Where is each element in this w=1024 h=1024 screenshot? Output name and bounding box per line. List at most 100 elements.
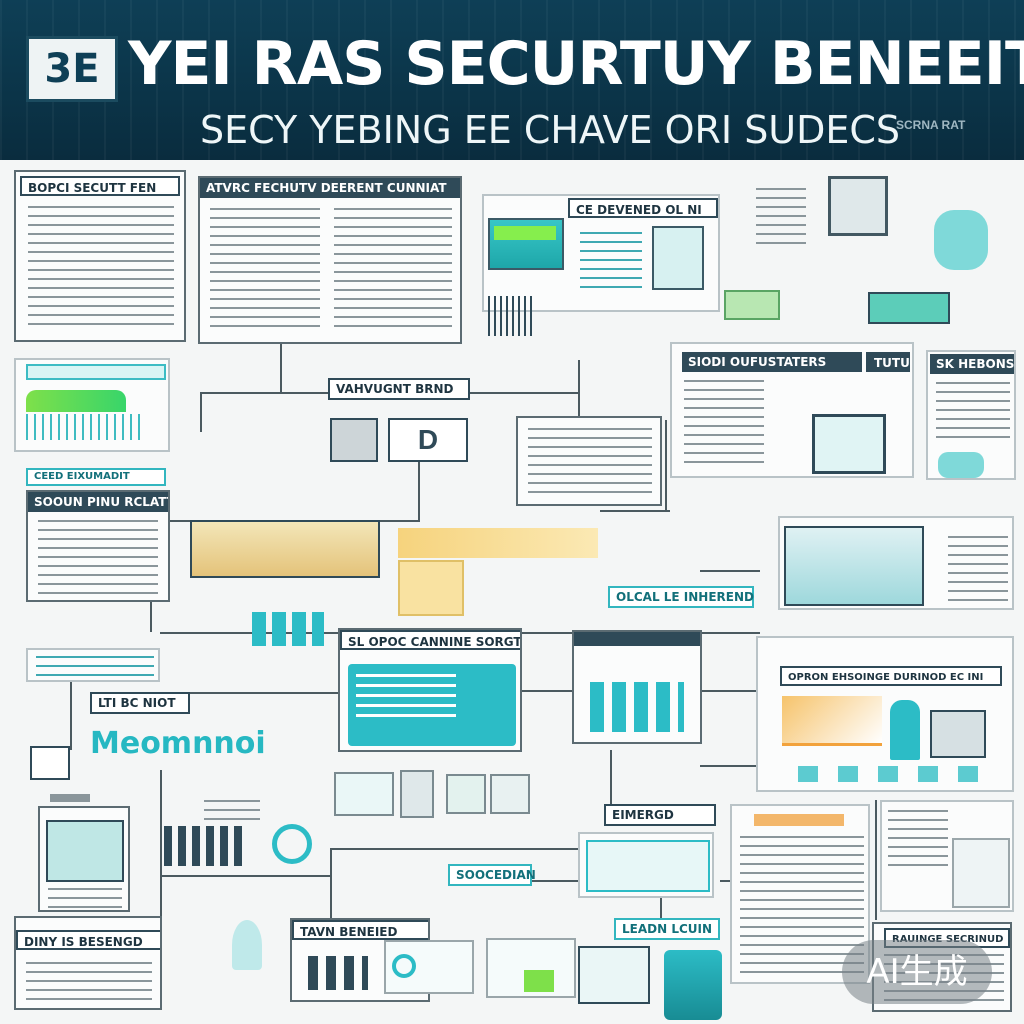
- text-lines: [36, 656, 154, 678]
- text-lines: [204, 800, 260, 824]
- chart-bars: [26, 414, 146, 440]
- text-lines: [948, 536, 1008, 602]
- panel-equipment: [38, 806, 130, 912]
- panel-operations: SL OPOC CANNINE SORGTE: [338, 628, 522, 752]
- chart-card: [952, 838, 1010, 908]
- text-lines: [936, 382, 1010, 442]
- connector-line: [470, 392, 580, 394]
- vehicle-illustration: [868, 292, 950, 324]
- panel-city-scene: [778, 516, 1014, 610]
- figure-illustration: [232, 920, 262, 970]
- panel-heading: CE DEVENED OL NI: [568, 198, 718, 218]
- page-title: YEI RAS SECURTUY BENEEIT IUDS: [128, 29, 1024, 99]
- panel-delivery: DINY IS BESENGD: [14, 916, 162, 1010]
- tag-value-brand: VAHVUGNT BRND: [328, 378, 470, 400]
- panel-small: [26, 648, 160, 682]
- person-illustration: [890, 700, 920, 760]
- connector-line: [700, 765, 760, 767]
- connector-line: [330, 848, 332, 928]
- connector-line: [200, 392, 202, 432]
- panel-heading: SOOUN PINU RCLATT: [28, 492, 168, 512]
- connector-line: [600, 510, 670, 512]
- panel-heading: BOPCI SECUTT FEN: [20, 176, 180, 196]
- panel-heading: SK HEBONS: [930, 354, 1014, 374]
- text-lines: [740, 836, 864, 976]
- tag-secondary: SOOCEDIAN: [448, 864, 536, 886]
- device-illustration: [330, 418, 378, 462]
- panel-stats: [880, 800, 1014, 912]
- tools-icons: [308, 956, 368, 990]
- text-lines: [684, 380, 764, 470]
- connector-line: [418, 460, 420, 522]
- panel-heading: SL OPOC CANNINE SORGTE: [340, 630, 520, 650]
- panel-heading: DINY IS BESENGD: [16, 930, 160, 950]
- tag-lti: LTI BC NIOT: [90, 692, 190, 714]
- panel-solution-plan: SOOUN PINU RCLATT: [26, 490, 170, 602]
- tag-local-inherent: OLCAL LE INHEREND: [608, 586, 754, 608]
- text-lines: [38, 520, 158, 596]
- panel-heading: ATVRC FECHUTV DEERENT CUNNIAT: [200, 178, 460, 198]
- text-lines: [888, 810, 948, 870]
- thumbnail: [400, 770, 434, 818]
- connector-line: [500, 880, 580, 882]
- tag-caption: CEED EIXUMADIT: [26, 468, 166, 486]
- connector-line: [190, 692, 340, 694]
- panel-people-scene: [572, 630, 702, 744]
- panel-heading: SIODI OUFUSTATERS: [682, 352, 862, 372]
- thumbnail: [334, 772, 394, 816]
- connector-line: [520, 690, 580, 692]
- tag-lead-location: LEADN LCUIN: [614, 918, 720, 940]
- icon-strip: [798, 766, 998, 782]
- connector-line: [160, 770, 162, 920]
- shield-illustration: [938, 452, 984, 478]
- text-lines: [356, 674, 456, 724]
- teal-heading: Meomnnoi: [90, 726, 266, 761]
- monitor-illustration: [828, 176, 888, 236]
- building-illustration: [784, 526, 924, 606]
- connector-line: [700, 570, 760, 572]
- panel-security-features: BOPCI SECUTT FEN: [14, 170, 186, 342]
- machine-illustration: [46, 820, 124, 882]
- text-lines: [334, 208, 452, 334]
- panel-activity-report: ATVRC FECHUTV DEERENT CUNNIAT: [198, 176, 462, 344]
- panel-operations-details: OPRON EHSOINGE DURINOD EC INI: [756, 636, 1014, 792]
- connector-line: [160, 875, 330, 877]
- device-illustration: [578, 946, 650, 1004]
- gate-illustration: [812, 414, 886, 474]
- page-subtitle: SECY YEBING EE CHAVE ORI SUDECS: [200, 108, 901, 152]
- door-illustration: [930, 710, 986, 758]
- panel-schemes: SK HEBONS: [926, 350, 1016, 480]
- panel-green-chart: [14, 358, 170, 452]
- panel-heading-bar: [26, 364, 166, 380]
- connector-line: [660, 880, 662, 940]
- yellow-box: [398, 560, 464, 616]
- shield-illustration: [664, 950, 722, 1020]
- tag-emerged: EIMERGD: [604, 804, 716, 826]
- connector-line: [665, 420, 667, 512]
- pipeline-illustration: [190, 520, 380, 578]
- ai-generated-badge: AI生成: [842, 940, 992, 1004]
- d-icon: D: [388, 418, 468, 462]
- text-lines: [756, 188, 806, 248]
- panel-heading: OPRON EHSOINGE DURINOD EC INI: [780, 666, 1002, 686]
- connector-line: [330, 848, 580, 850]
- yellow-beam: [398, 528, 598, 558]
- header-banner: 3E YEI RAS SECURTUY BENEEIT IUDS SECY YE…: [0, 0, 1024, 160]
- people-icons: [252, 612, 324, 646]
- text-lines: [28, 206, 174, 332]
- tag-tutu: TUTU: [866, 352, 910, 372]
- people-illustration: [590, 682, 684, 732]
- panel-emerged: [578, 832, 714, 898]
- text-lines: [210, 208, 320, 334]
- connector-line: [280, 340, 282, 392]
- device-illustration: [652, 226, 704, 290]
- panel-defined: CE DEVENED OL NI: [482, 194, 720, 312]
- thumbnail: [446, 774, 486, 814]
- brand-logo: 3E: [26, 36, 118, 102]
- caption-bar: [50, 794, 90, 802]
- connector-line: [700, 690, 760, 692]
- ring-icon: [272, 824, 312, 864]
- connector-line: [150, 600, 152, 632]
- graph-illustration: [782, 696, 882, 746]
